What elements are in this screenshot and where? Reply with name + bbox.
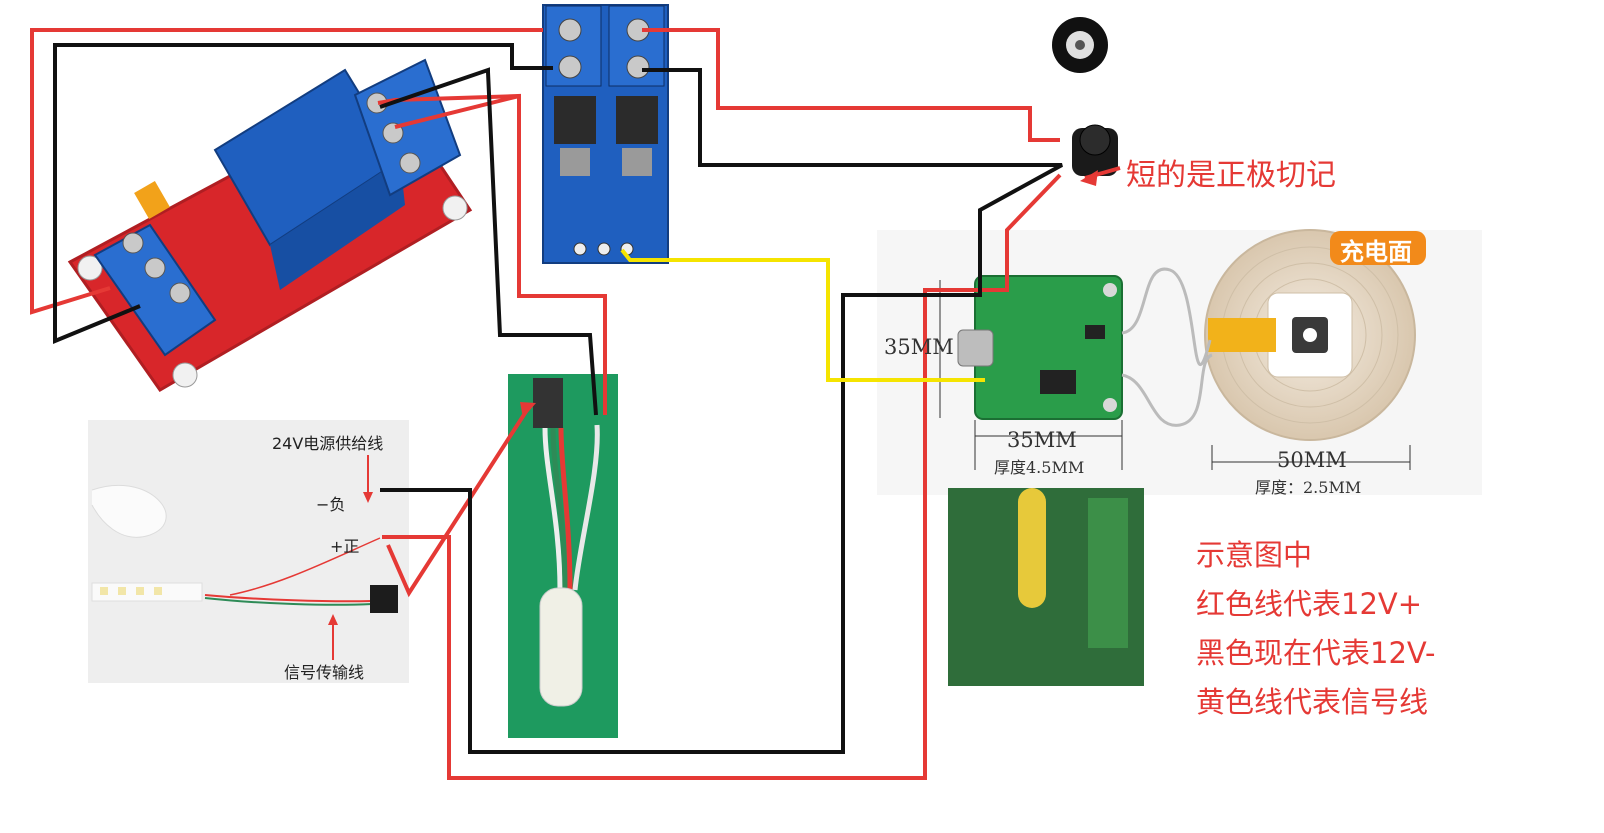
yellow-wire-closeup xyxy=(1018,488,1046,608)
pcb-edge-closeup xyxy=(1088,498,1128,648)
charging-coil-icon xyxy=(1121,229,1426,470)
strip-negative-label: −负 xyxy=(316,495,346,514)
led-controller-icon xyxy=(508,374,618,738)
coil-thickness-label: 厚度：2.5MM xyxy=(1255,478,1362,497)
relay-module-icon xyxy=(67,58,473,392)
dc-jack-polarity-note: 短的是正极切记 xyxy=(1126,158,1336,193)
solder-closeup-photo xyxy=(948,488,1144,686)
positive-wire xyxy=(30,28,1121,780)
led-strip-icon xyxy=(88,420,409,683)
strip-power-label: 24V电源供给线 xyxy=(272,434,384,453)
pcb-thickness-label: 厚度4.5MM xyxy=(994,458,1085,477)
signal-wire xyxy=(620,248,985,382)
negative-wire xyxy=(53,43,1063,754)
legend-red-wire: 红色线代表12V+ xyxy=(1196,587,1423,621)
mosfet-switch-module-icon xyxy=(542,4,669,264)
strip-positive-label: +正 xyxy=(330,537,360,556)
pcb-width-label: 35MM xyxy=(1007,428,1077,452)
legend-black-wire: 黑色现在代表12V- xyxy=(1196,636,1436,670)
dc-barrel-jack-icon xyxy=(1052,17,1118,176)
coil-diameter-label: 50MM xyxy=(1277,448,1347,472)
legend-title: 示意图中 xyxy=(1196,538,1313,572)
coil-charging-side-tag: 充电面 xyxy=(1340,238,1412,266)
pcb-height-label: 35MM xyxy=(884,335,954,359)
legend-yellow-wire: 黄色线代表信号线 xyxy=(1196,685,1429,719)
strip-signal-label: 信号传输线 xyxy=(284,663,365,682)
